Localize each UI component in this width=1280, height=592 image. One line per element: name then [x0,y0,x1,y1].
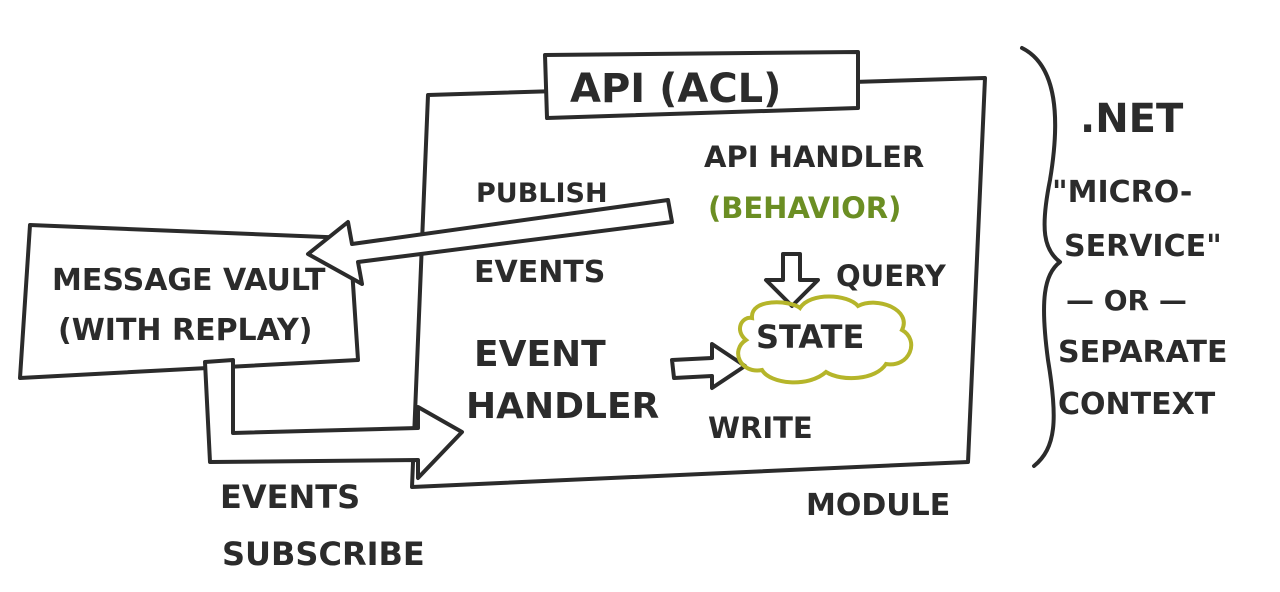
subscribe-arrow [203,358,464,480]
side-note-line1: .NET [1080,96,1184,142]
publish-label: PUBLISH [476,178,608,209]
event-handler-line2: HANDLER [466,386,659,427]
side-note-line5: SEPARATE [1058,335,1228,370]
publish-arrow [306,198,674,286]
subscribe-label: SUBSCRIBE [222,535,425,573]
api-handler-label: API HANDLER [704,140,924,174]
api-box [543,50,860,120]
state-label: STATE [756,318,864,356]
query-label: QUERY [836,259,947,293]
query-arrow [764,252,820,308]
message-vault-line1: MESSAGE VAULT [52,263,326,298]
message-vault-box [18,223,360,380]
side-note-line4: — OR — [1066,284,1187,317]
write-arrow [670,342,747,390]
events-label: EVENTS [474,255,605,290]
api-box-label: API (ACL) [570,66,781,112]
right-brace [1020,46,1062,468]
state-cloud [736,294,914,385]
subscribe-events-label: EVENTS [220,478,360,516]
module-label: MODULE [806,488,950,523]
side-note-line6: CONTEXT [1058,387,1216,422]
event-handler-line1: EVENT [474,334,606,375]
behavior-label: (BEHAVIOR) [708,191,901,225]
side-note-line3: SERVICE" [1064,229,1222,264]
message-vault-line2: (WITH REPLAY) [58,313,312,348]
write-label: WRITE [708,411,813,445]
side-note-line2: "MICRO- [1052,175,1192,210]
